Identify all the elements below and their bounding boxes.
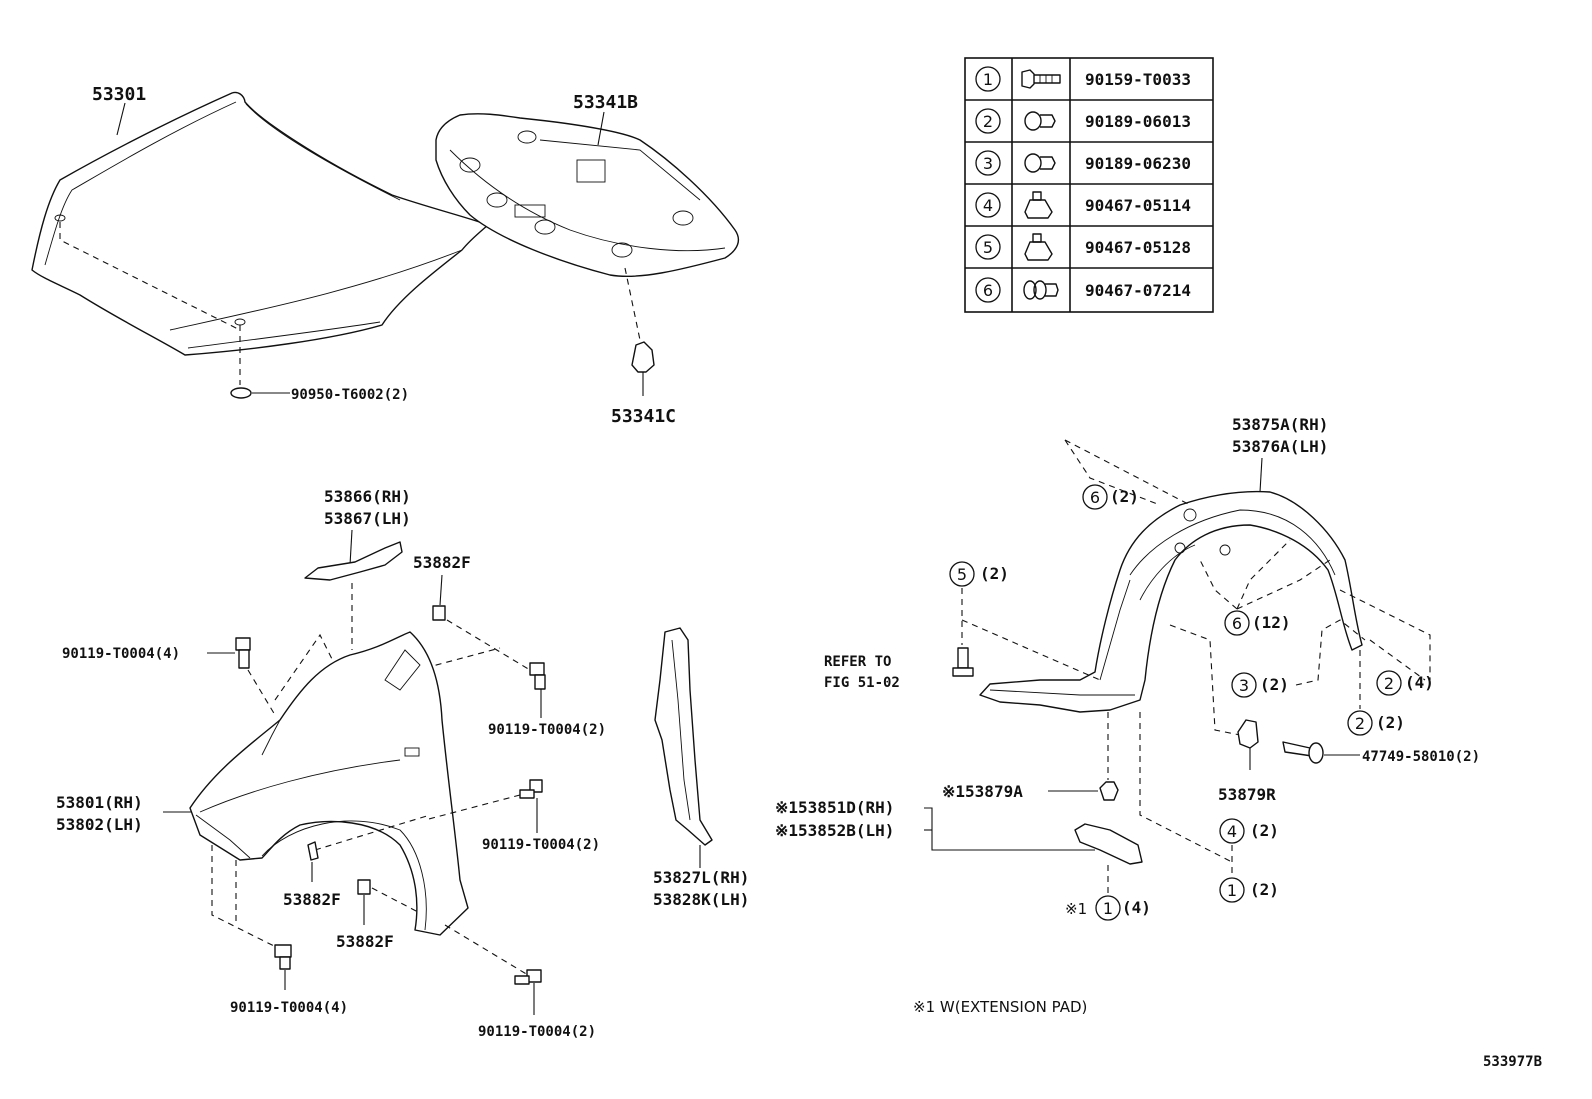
liner-callout-3-qty: (2) — [1260, 675, 1289, 694]
table-row-5-part: 90467-05128 — [1085, 238, 1191, 257]
liner-callout-6-mid: 6 — [1232, 614, 1242, 633]
fender-clip-low-label: 53882F — [336, 932, 394, 951]
liner-callout-6-top: 6 — [1090, 488, 1100, 507]
nut-icon — [1024, 153, 1056, 173]
liner-lh-label: 53876A(LH) — [1232, 437, 1328, 456]
table-row-1-num: 1 — [983, 70, 993, 89]
liner-callout-5-qty: (2) — [980, 564, 1009, 583]
table-row-1-part: 90159-T0033 — [1085, 70, 1191, 89]
fender-clip-mid-label: 53882F — [283, 890, 341, 909]
fender-panel-rh-label: 53801(RH) — [56, 793, 143, 812]
extension-pad-lh-label: ※153852B(LH) — [775, 821, 894, 840]
fender-panel — [189, 631, 469, 936]
table-row-3-num: 3 — [983, 154, 993, 173]
bolt-icon — [235, 637, 251, 669]
nut-icon — [1024, 111, 1056, 131]
liner-clip — [1237, 719, 1259, 749]
fender-panel-lh-label: 53802(LH) — [56, 815, 143, 834]
clip-nut-icon — [1024, 233, 1053, 261]
liner-callout-4: 4 — [1227, 822, 1237, 841]
fender-clip-top-label: 53882F — [413, 553, 471, 572]
fender-clip-top — [432, 605, 446, 621]
liner-callout-1: 1 — [1227, 881, 1237, 900]
bolt-flange-icon — [1021, 69, 1061, 89]
bolt-icon — [952, 647, 974, 677]
bolt-icon — [519, 779, 543, 799]
bolt-icon — [274, 944, 292, 970]
hood-part-label: 53301 — [92, 84, 146, 105]
clip-rivet-icon — [1023, 280, 1059, 300]
footnote: ※1 W(EXTENSION PAD) — [913, 998, 1087, 1016]
refer-to-label: REFER TO — [824, 654, 891, 670]
liner-callout-6-top-qty: (2) — [1110, 487, 1139, 506]
hood-panel — [31, 91, 489, 356]
hood-insulator — [435, 113, 740, 278]
liner-rh-label: 53875A(RH) — [1232, 415, 1328, 434]
fender-bolt-bottom-right-label: 90119-T0004(2) — [478, 1024, 596, 1040]
liner-callout-4-qty: (2) — [1250, 821, 1279, 840]
liner-callout-6-mid-qty: (12) — [1252, 613, 1291, 632]
hood-cushion-label: 90950-T6002(2) — [291, 387, 409, 403]
screw-icon — [1282, 741, 1324, 764]
liner-callout-5: 5 — [957, 565, 967, 584]
hood-cushion — [230, 387, 252, 399]
bolt-icon — [514, 969, 542, 985]
fender-protector-rh-label: 53827L(RH) — [653, 868, 749, 887]
refer-fig-label: FIG 51-02 — [824, 675, 900, 691]
liner-callout-2b-qty: (2) — [1376, 713, 1405, 732]
extension-pad-rh-label: ※153851D(RH) — [775, 798, 894, 817]
table-row-3-part: 90189-06230 — [1085, 154, 1191, 173]
fender-protector — [654, 627, 713, 846]
liner-nut — [1099, 781, 1119, 801]
insulator-part-label: 53341B — [573, 92, 638, 113]
callout-1-note-prefix: ※1 — [1065, 900, 1087, 918]
table-row-2-num: 2 — [983, 112, 993, 131]
fender-protector-lh-label: 53828K(LH) — [653, 890, 749, 909]
bolt-icon — [529, 662, 546, 690]
liner-callout-2a: 2 — [1384, 674, 1394, 693]
extension-pad — [1074, 823, 1143, 865]
liner-nut-label: ※153879A — [942, 782, 1023, 801]
liner-screw-label: 47749-58010(2) — [1362, 749, 1480, 765]
table-row-4-num: 4 — [983, 196, 993, 215]
liner-callout-1-note: 1 — [1103, 899, 1113, 918]
insulator-clip — [631, 341, 655, 373]
fender-bolt-right-top-label: 90119-T0004(2) — [488, 722, 606, 738]
clip-nut-icon — [1024, 191, 1053, 219]
fastener-table — [964, 57, 1214, 313]
fender-seal — [304, 541, 403, 581]
figure-id: 533977B — [1483, 1054, 1542, 1070]
table-row-4-part: 90467-05114 — [1085, 196, 1191, 215]
fender-clip-mid — [307, 841, 319, 861]
fender-seal-rh-label: 53866(RH) — [324, 487, 411, 506]
fender-bolt-mid-label: 90119-T0004(2) — [482, 837, 600, 853]
liner-callout-1-qty: (2) — [1250, 880, 1279, 899]
liner-callout-2a-qty: (4) — [1405, 673, 1434, 692]
table-row-5-num: 5 — [983, 238, 993, 257]
table-row-6-part: 90467-07214 — [1085, 281, 1191, 300]
liner-clip-label: 53879R — [1218, 785, 1276, 804]
fender-seal-lh-label: 53867(LH) — [324, 509, 411, 528]
fender-bolt-left-label: 90119-T0004(4) — [62, 646, 180, 662]
fender-liner — [979, 490, 1363, 713]
liner-callout-2b: 2 — [1355, 714, 1365, 733]
fender-bolt-bottom-left-label: 90119-T0004(4) — [230, 1000, 348, 1016]
fender-clip-low — [357, 879, 371, 895]
table-row-2-part: 90189-06013 — [1085, 112, 1191, 131]
insulator-clip-label: 53341C — [611, 406, 676, 427]
liner-callout-1-note-qty: (4) — [1122, 898, 1151, 917]
table-row-6-num: 6 — [983, 281, 993, 300]
liner-callout-3: 3 — [1239, 676, 1249, 695]
